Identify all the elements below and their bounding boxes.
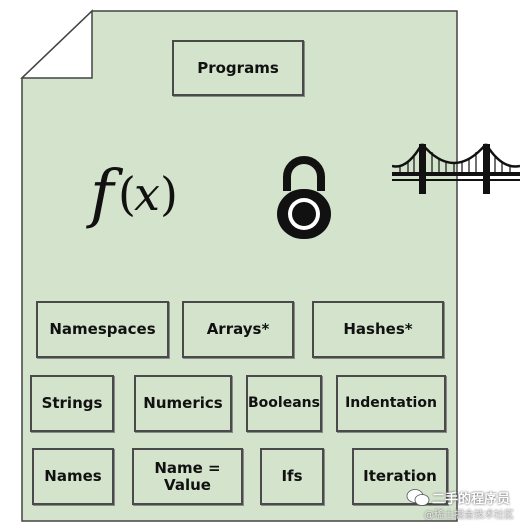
function-icon: f ( x ) (90, 157, 178, 231)
name-value-box: Name = Value (132, 448, 243, 505)
padlock-icon (277, 156, 331, 239)
programs-box: Programs (172, 40, 304, 96)
ifs-box: Ifs (260, 448, 324, 505)
indentation-box: Indentation (336, 375, 446, 432)
bridge-icon (392, 143, 520, 194)
iteration-box: Iteration (352, 448, 448, 505)
strings-box: Strings (30, 375, 114, 432)
chat-bubble-icon (406, 489, 430, 506)
namespaces-box: Namespaces (36, 301, 169, 358)
arrays-box: Arrays* (182, 301, 294, 358)
numerics-box: Numerics (134, 375, 232, 432)
names-box: Names (32, 448, 114, 505)
watermark-subtitle: @稀土掘金技术社区 (424, 510, 514, 521)
booleans-box: Booleans (246, 375, 322, 432)
watermark: 二手的程序员 @稀土掘金技术社区 (404, 486, 524, 521)
hashes-box: Hashes* (312, 301, 444, 358)
watermark-title: 二手的程序员 (432, 492, 511, 507)
